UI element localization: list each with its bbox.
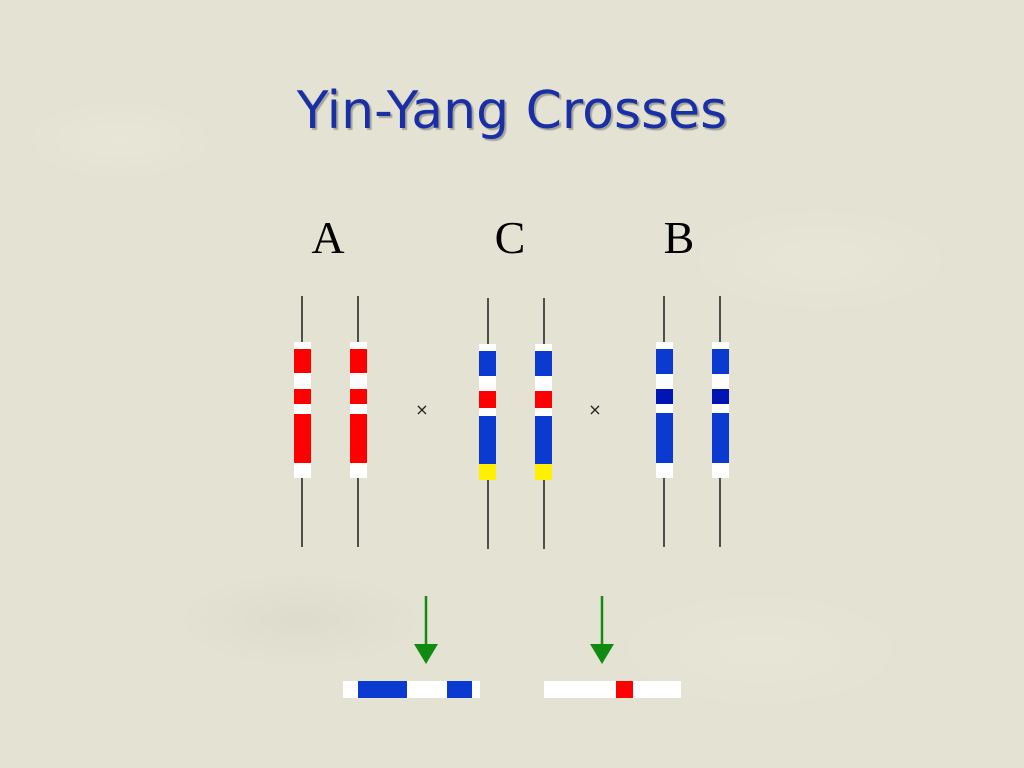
green-arrow-down-icon [414,596,438,664]
strain-label-a: A [311,212,345,263]
result-chromosome-2 [544,681,681,698]
chromosome-a-right [350,296,367,547]
cross-icon: × [588,400,602,419]
strain-label-b: B [663,212,695,263]
chromosome-b-right [712,296,729,547]
chromosome-b-left [656,296,673,547]
result-chromosome-1 [343,681,480,698]
slide-title: Yin-Yang Crosses [296,81,728,141]
cross-icon: × [415,400,429,419]
chromosome-c-left [479,298,496,549]
strain-label-c: C [494,212,526,263]
green-arrow-down-icon [590,596,614,664]
chromosome-c-right [535,298,552,549]
chromosome-a-left [294,296,311,547]
